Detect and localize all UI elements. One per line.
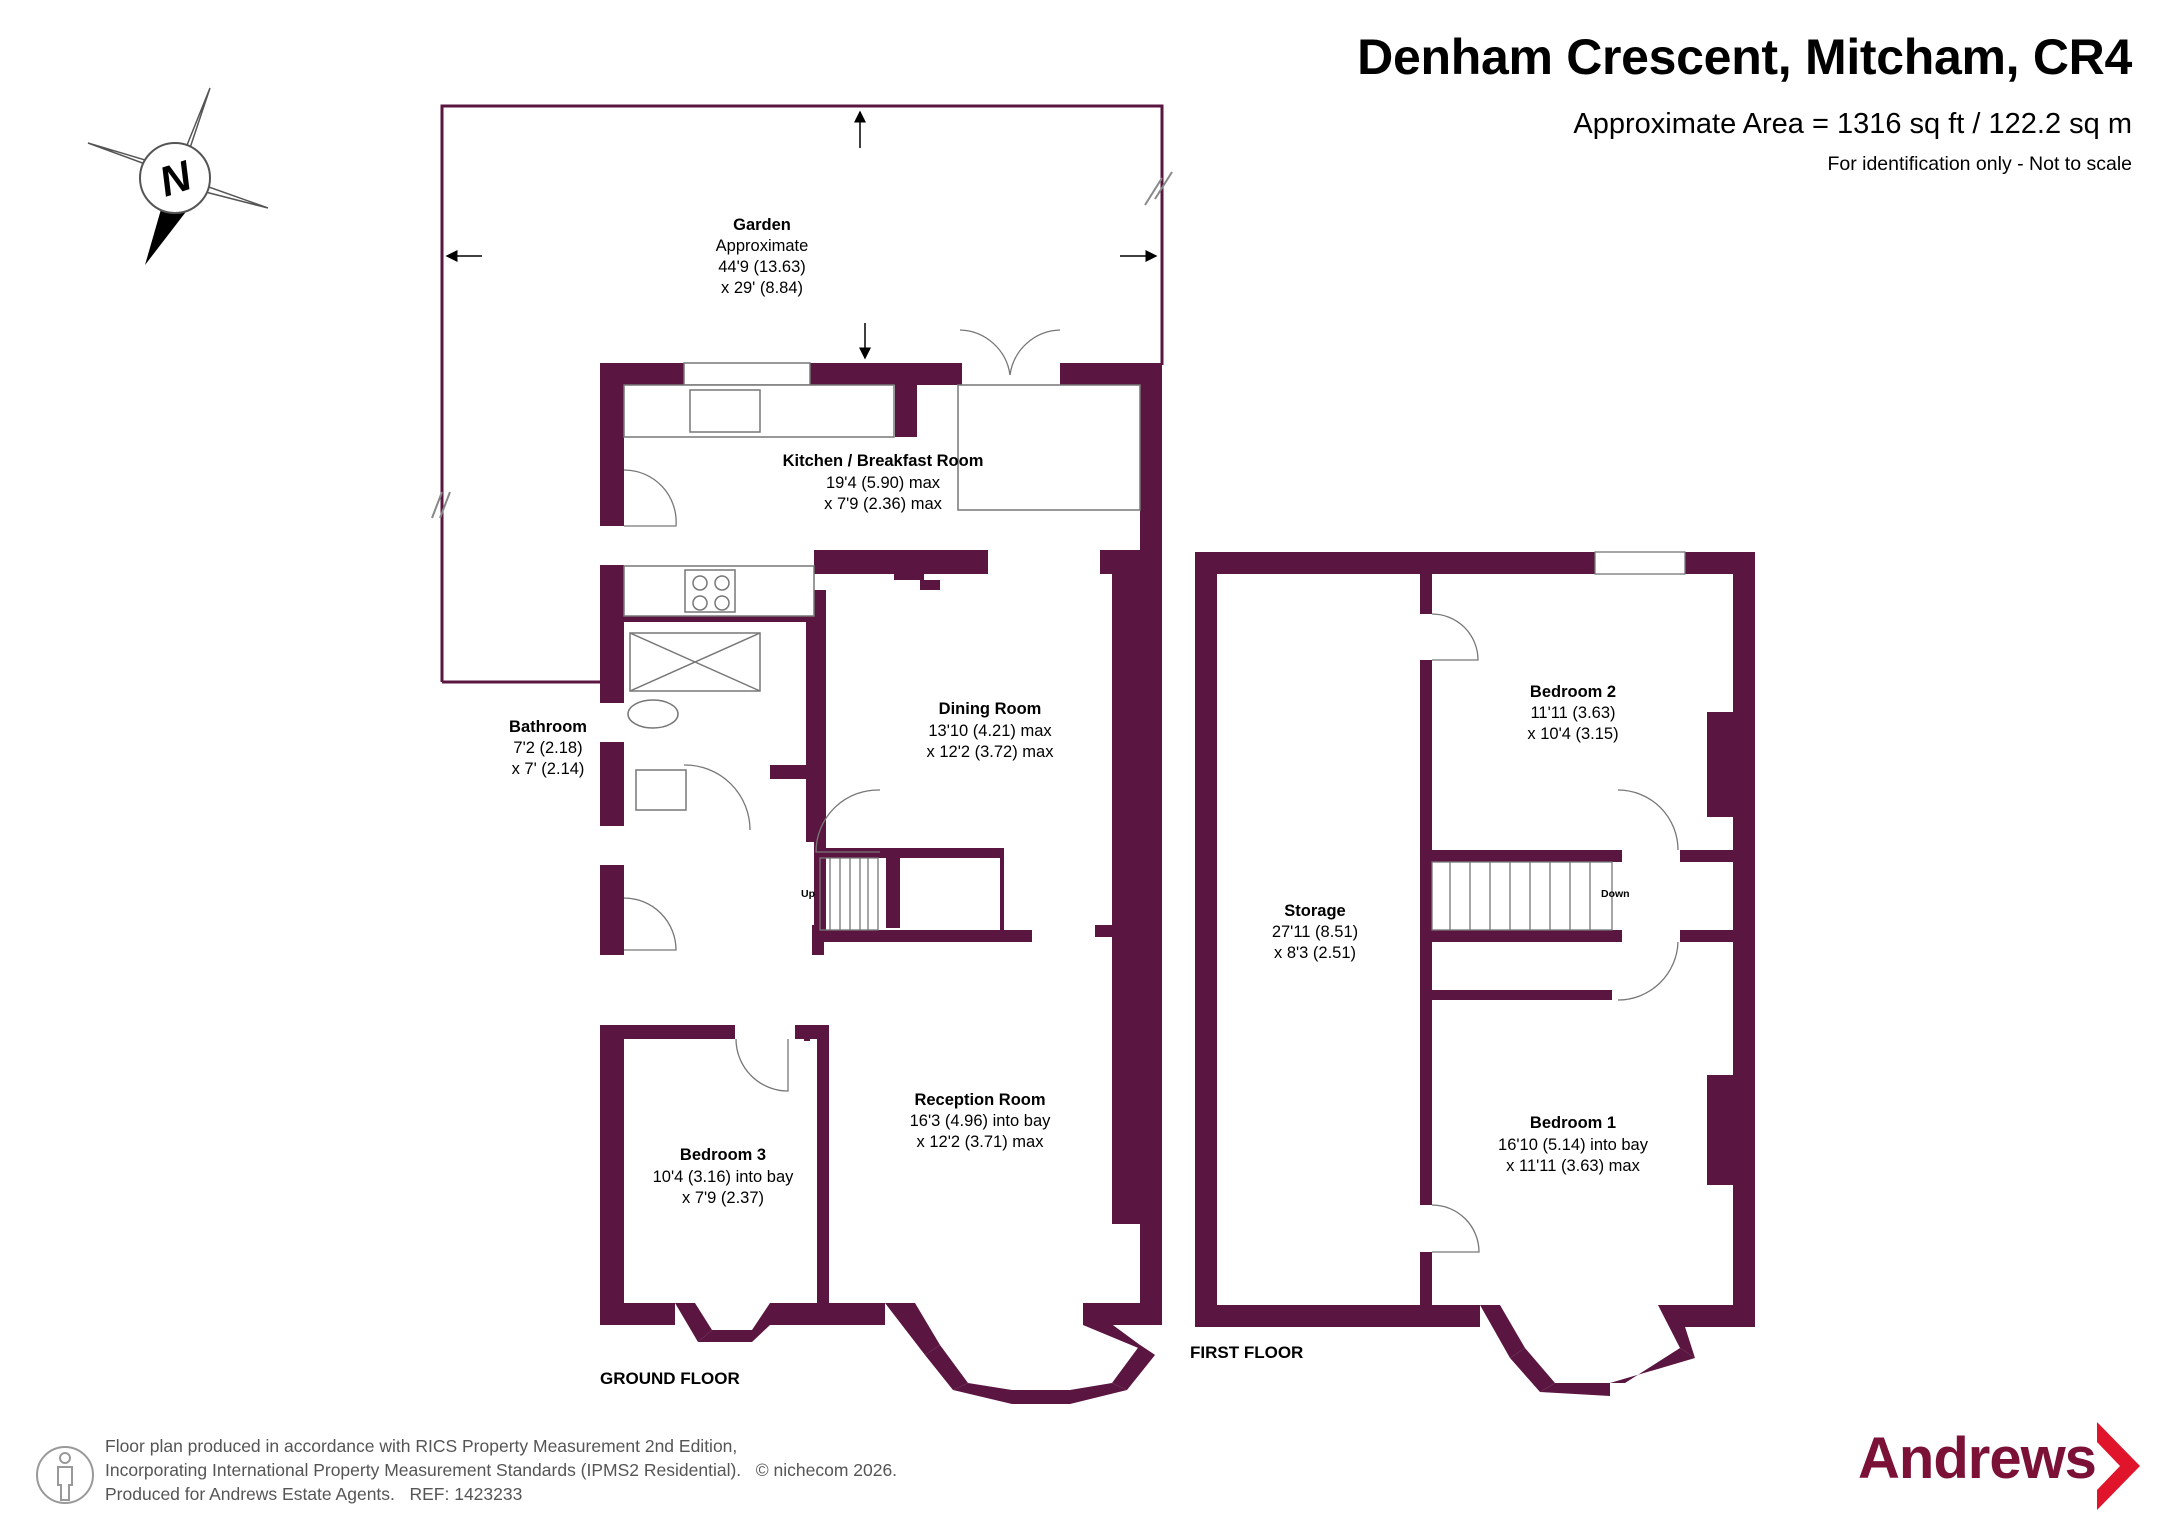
bathroom-name: Bathroom [509, 718, 587, 736]
footer-line-2: Incorporating International Property Mea… [105, 1460, 898, 1480]
first-floor-bay [1480, 1305, 1695, 1396]
bedroom3-line2: x 7'9 (2.37) [682, 1189, 764, 1207]
bedroom2-name: Bedroom 2 [1530, 683, 1616, 701]
bedroom1-name: Bedroom 1 [1530, 1114, 1616, 1132]
first-floor-window [1594, 551, 1686, 575]
footer-line-1: Floor plan produced in accordance with R… [105, 1436, 738, 1456]
storage-line2: x 8'3 (2.51) [1274, 944, 1356, 962]
kitchen-name: Kitchen / Breakfast Room [783, 452, 984, 470]
first-floor-label: FIRST FLOOR [1190, 1343, 1303, 1362]
stairs-down-label: Down [1601, 888, 1630, 900]
brand-chevron-icon [2097, 1422, 2140, 1510]
reception-name: Reception Room [914, 1091, 1045, 1109]
ground-floor-stairs [819, 857, 879, 931]
garden-arrows [445, 110, 1158, 360]
first-floor-walls [1195, 552, 1755, 1327]
brand-logo: Andrews [1858, 1426, 2097, 1491]
door-swings [623, 329, 1679, 1253]
footer-line-3: Produced for Andrews Estate Agents. REF:… [105, 1484, 523, 1504]
kitchen-line2: x 7'9 (2.36) max [824, 495, 943, 513]
dining-line1: 13'10 (4.21) max [928, 722, 1052, 740]
room-labels: Garden Approximate 44'9 (13.63) x 29' (8… [509, 216, 1649, 1388]
footer-notes: Floor plan produced in accordance with R… [105, 1434, 897, 1506]
kitchen-fittings [623, 362, 1141, 811]
garden-name: Garden [733, 216, 791, 234]
garden-line3: x 29' (8.84) [721, 279, 803, 297]
dining-name: Dining Room [939, 700, 1042, 718]
reception-line2: x 12'2 (3.71) max [917, 1133, 1045, 1151]
dining-line2: x 12'2 (3.72) max [927, 743, 1055, 761]
reception-line1: 16'3 (4.96) into bay [910, 1112, 1051, 1130]
bathroom-line1: 7'2 (2.18) [513, 739, 582, 757]
bedroom3-line1: 10'4 (3.16) into bay [653, 1168, 794, 1186]
garden-boundary [431, 104, 1173, 684]
garden-line2: 44'9 (13.63) [718, 258, 806, 276]
ground-floor-walls [600, 363, 1162, 1325]
storage-name: Storage [1284, 902, 1345, 920]
bedroom1-line2: x 11'11 (3.63) max [1506, 1157, 1640, 1175]
person-icon [36, 1446, 94, 1504]
bedroom1-line1: 16'10 (5.14) into bay [1498, 1136, 1649, 1154]
bedroom2-line2: x 10'4 (3.15) [1527, 725, 1618, 743]
storage-line1: 27'11 (8.51) [1272, 923, 1358, 941]
compass-ring [139, 142, 211, 214]
ground-floor-label: GROUND FLOOR [600, 1369, 740, 1388]
first-floor-stairs [1431, 861, 1613, 931]
ground-floor-bays [675, 1303, 1155, 1404]
bedroom3-name: Bedroom 3 [680, 1146, 766, 1164]
compass: N [87, 87, 269, 265]
bathroom-line2: x 7' (2.14) [512, 760, 585, 778]
page-title: Denham Crescent, Mitcham, CR4 [1357, 29, 2132, 85]
kitchen-line1: 19'4 (5.90) max [826, 474, 941, 492]
stairs-up-label: Up [801, 888, 815, 900]
bedroom2-line1: 11'11 (3.63) [1530, 704, 1615, 722]
scale-note: For identification only - Not to scale [1827, 153, 2132, 175]
approximate-area: Approximate Area = 1316 sq ft / 122.2 sq… [1573, 108, 2132, 140]
garden-line1: Approximate [716, 237, 809, 255]
